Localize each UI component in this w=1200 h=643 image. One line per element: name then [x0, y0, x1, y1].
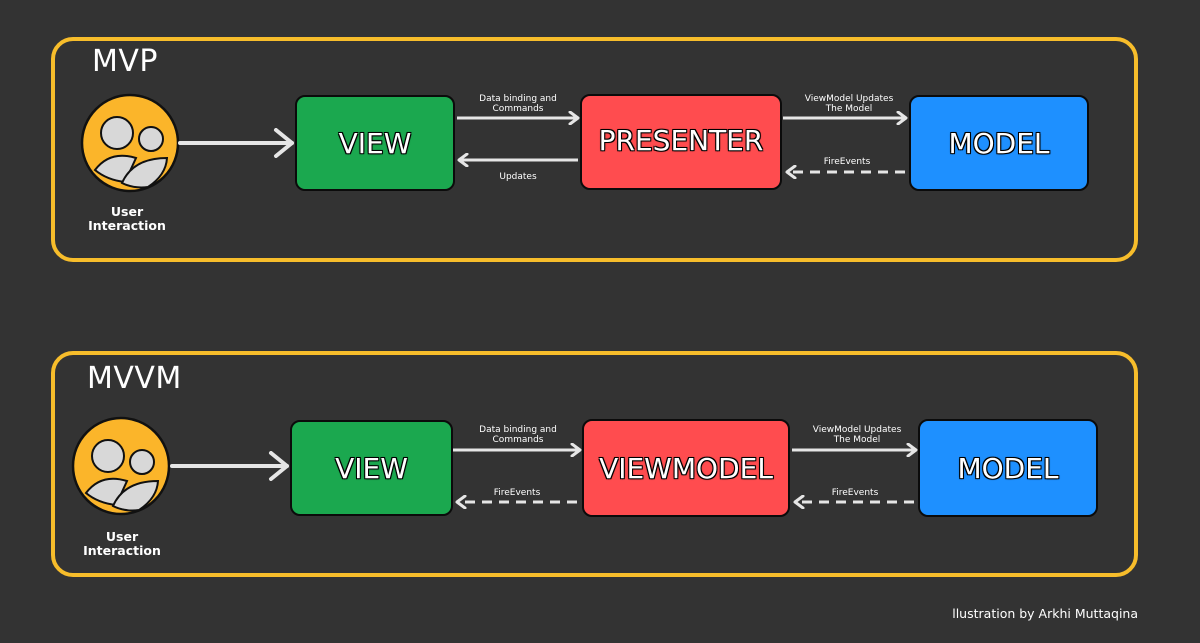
mvvm-user-label: User Interaction — [83, 529, 161, 558]
mvvm-bottom-left-label: FireEvents — [493, 488, 541, 498]
mvp-panel — [51, 37, 1138, 262]
user-avatar-icon — [80, 93, 180, 193]
illustration-credit: llustration by Arkhi Muttaqina — [952, 606, 1138, 621]
mvp-user-label: User Interaction — [88, 204, 166, 233]
mvp-presenter-box: PRESENTER — [580, 94, 782, 190]
mvvm-title: MVVM — [87, 361, 182, 396]
mvp-top-left-label: Data binding and Commands — [479, 94, 557, 114]
mvvm-viewmodel-box: VIEWMODEL — [582, 419, 790, 517]
mvp-bottom-left-label: Updates — [499, 172, 537, 182]
mvp-top-right-label: ViewModel Updates The Model — [804, 94, 894, 114]
mvvm-bottom-right-label: FireEvents — [831, 488, 879, 498]
mvp-view-box: VIEW — [295, 95, 455, 191]
mvvm-view-box: VIEW — [290, 420, 453, 516]
mvvm-model-box: MODEL — [918, 419, 1098, 517]
user-avatar-icon — [71, 416, 171, 516]
mvp-model-box: MODEL — [909, 95, 1089, 191]
mvvm-top-right-label: ViewModel Updates The Model — [812, 425, 902, 445]
mvvm-panel — [51, 351, 1138, 577]
mvp-bottom-right-label: FireEvents — [823, 157, 871, 167]
mvvm-top-left-label: Data binding and Commands — [479, 425, 557, 445]
mvp-title: MVP — [92, 44, 158, 79]
